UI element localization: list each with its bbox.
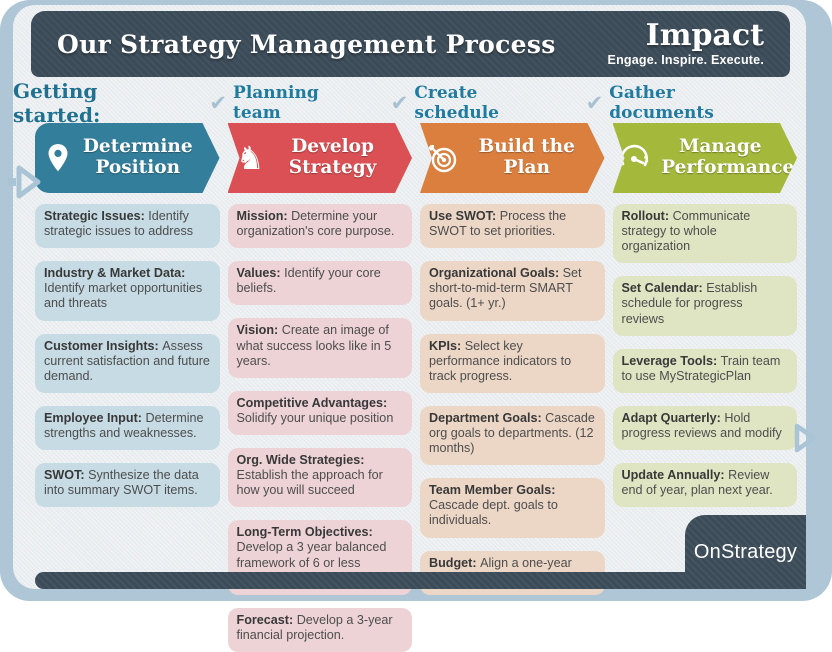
process-item: Department Goals: Cascade org goals to d… xyxy=(420,405,605,466)
getting-started-item: ✔ Gather documents xyxy=(586,83,776,123)
process-item: Update Annually: Review end of year, pla… xyxy=(612,463,797,508)
process-item: Team Member Goals: Cascade dept. goals t… xyxy=(420,478,605,538)
process-item: Organizational Goals: Set short-to-mid-t… xyxy=(420,261,605,321)
column-determine-position-items: Strategic Issues: Identify strategic iss… xyxy=(35,204,220,652)
step-build-the-plan: Build the Plan xyxy=(420,123,605,193)
getting-started-label: Getting started: xyxy=(13,79,101,127)
process-item: Competitive Advantages: Solidify your un… xyxy=(227,390,412,435)
map-pin-icon xyxy=(46,143,70,173)
column-build-the-plan-items: Use SWOT: Process the SWOT to set priori… xyxy=(420,204,605,652)
process-item: Forecast: Develop a 3-year financial pro… xyxy=(227,607,412,652)
process-item: Rollout: Communicate strategy to whole o… xyxy=(612,204,797,264)
process-item: Set Calendar: Establish schedule for pro… xyxy=(612,276,797,336)
bottom-bar xyxy=(35,572,806,589)
step-determine-position: Determine Position xyxy=(35,123,220,193)
target-icon xyxy=(427,142,459,174)
process-item: Mission: Determine your organization's c… xyxy=(227,204,412,249)
process-item: Employee Input: Determine strengths and … xyxy=(35,405,220,451)
brand-tagline: Engage. Inspire. Execute. xyxy=(607,53,764,67)
process-item: Adapt Quarterly: Hold progress reviews a… xyxy=(612,405,797,451)
flow-out-arrow-icon xyxy=(790,420,820,461)
process-item: Customer Insights: Assess current satisf… xyxy=(35,333,220,393)
check-icon: ✔ xyxy=(390,90,409,115)
getting-started-item: ✔ Planning team xyxy=(209,83,364,123)
page-title: Our Strategy Management Process xyxy=(57,29,556,59)
process-item: Use SWOT: Process the SWOT to set priori… xyxy=(420,204,605,249)
process-item: KPIs: Select key performance indicators … xyxy=(420,333,605,393)
step-title: Build the Plan xyxy=(478,136,575,178)
check-icon: ✔ xyxy=(209,90,228,115)
process-item: Vision: Create an image of what success … xyxy=(227,318,412,378)
check-icon: ✔ xyxy=(585,90,604,115)
brand-block: Impact Engage. Inspire. Execute. xyxy=(607,18,764,68)
step-title: Develop Strategy xyxy=(288,136,377,178)
getting-started-item-label: Gather documents xyxy=(609,83,714,123)
process-item: SWOT: Synthesize the data into summary S… xyxy=(35,463,220,508)
getting-started-item-label: Planning team xyxy=(233,83,319,123)
header-bar: Our Strategy Management Process Impact E… xyxy=(31,11,790,77)
process-item: Org. Wide Strategies: Establish the appr… xyxy=(227,447,412,508)
getting-started-item-label: Create schedule xyxy=(414,83,499,123)
infographic-card: Our Strategy Management Process Impact E… xyxy=(13,5,806,652)
step-title: Determine Position xyxy=(82,136,193,178)
step-develop-strategy: ♞ Develop Strategy xyxy=(228,123,413,193)
gauge-icon xyxy=(618,142,652,174)
step-title: Manage Performance xyxy=(661,136,795,178)
getting-started-item: ✔ Create schedule xyxy=(391,83,560,123)
process-item: Strategic Issues: Identify strategic iss… xyxy=(35,204,220,249)
brand-title: Impact xyxy=(645,18,764,53)
step-manage-performance: Manage Performance xyxy=(613,123,798,193)
process-item: Values: Identify your core beliefs. xyxy=(227,261,412,306)
process-item: Leverage Tools: Train team to use MyStra… xyxy=(612,348,797,393)
process-item: Industry & Market Data: Identify market … xyxy=(35,261,220,321)
knight-icon: ♞ xyxy=(235,139,265,177)
flow-in-arrow-icon xyxy=(8,160,44,209)
onstrategy-logo: OnStrategy xyxy=(685,515,806,589)
getting-started-row: Getting started: ✔ Planning team ✔ Creat… xyxy=(13,79,776,127)
column-manage-performance-items: Rollout: Communicate strategy to whole o… xyxy=(612,204,797,652)
onstrategy-logo-text: OnStrategy xyxy=(693,540,798,563)
